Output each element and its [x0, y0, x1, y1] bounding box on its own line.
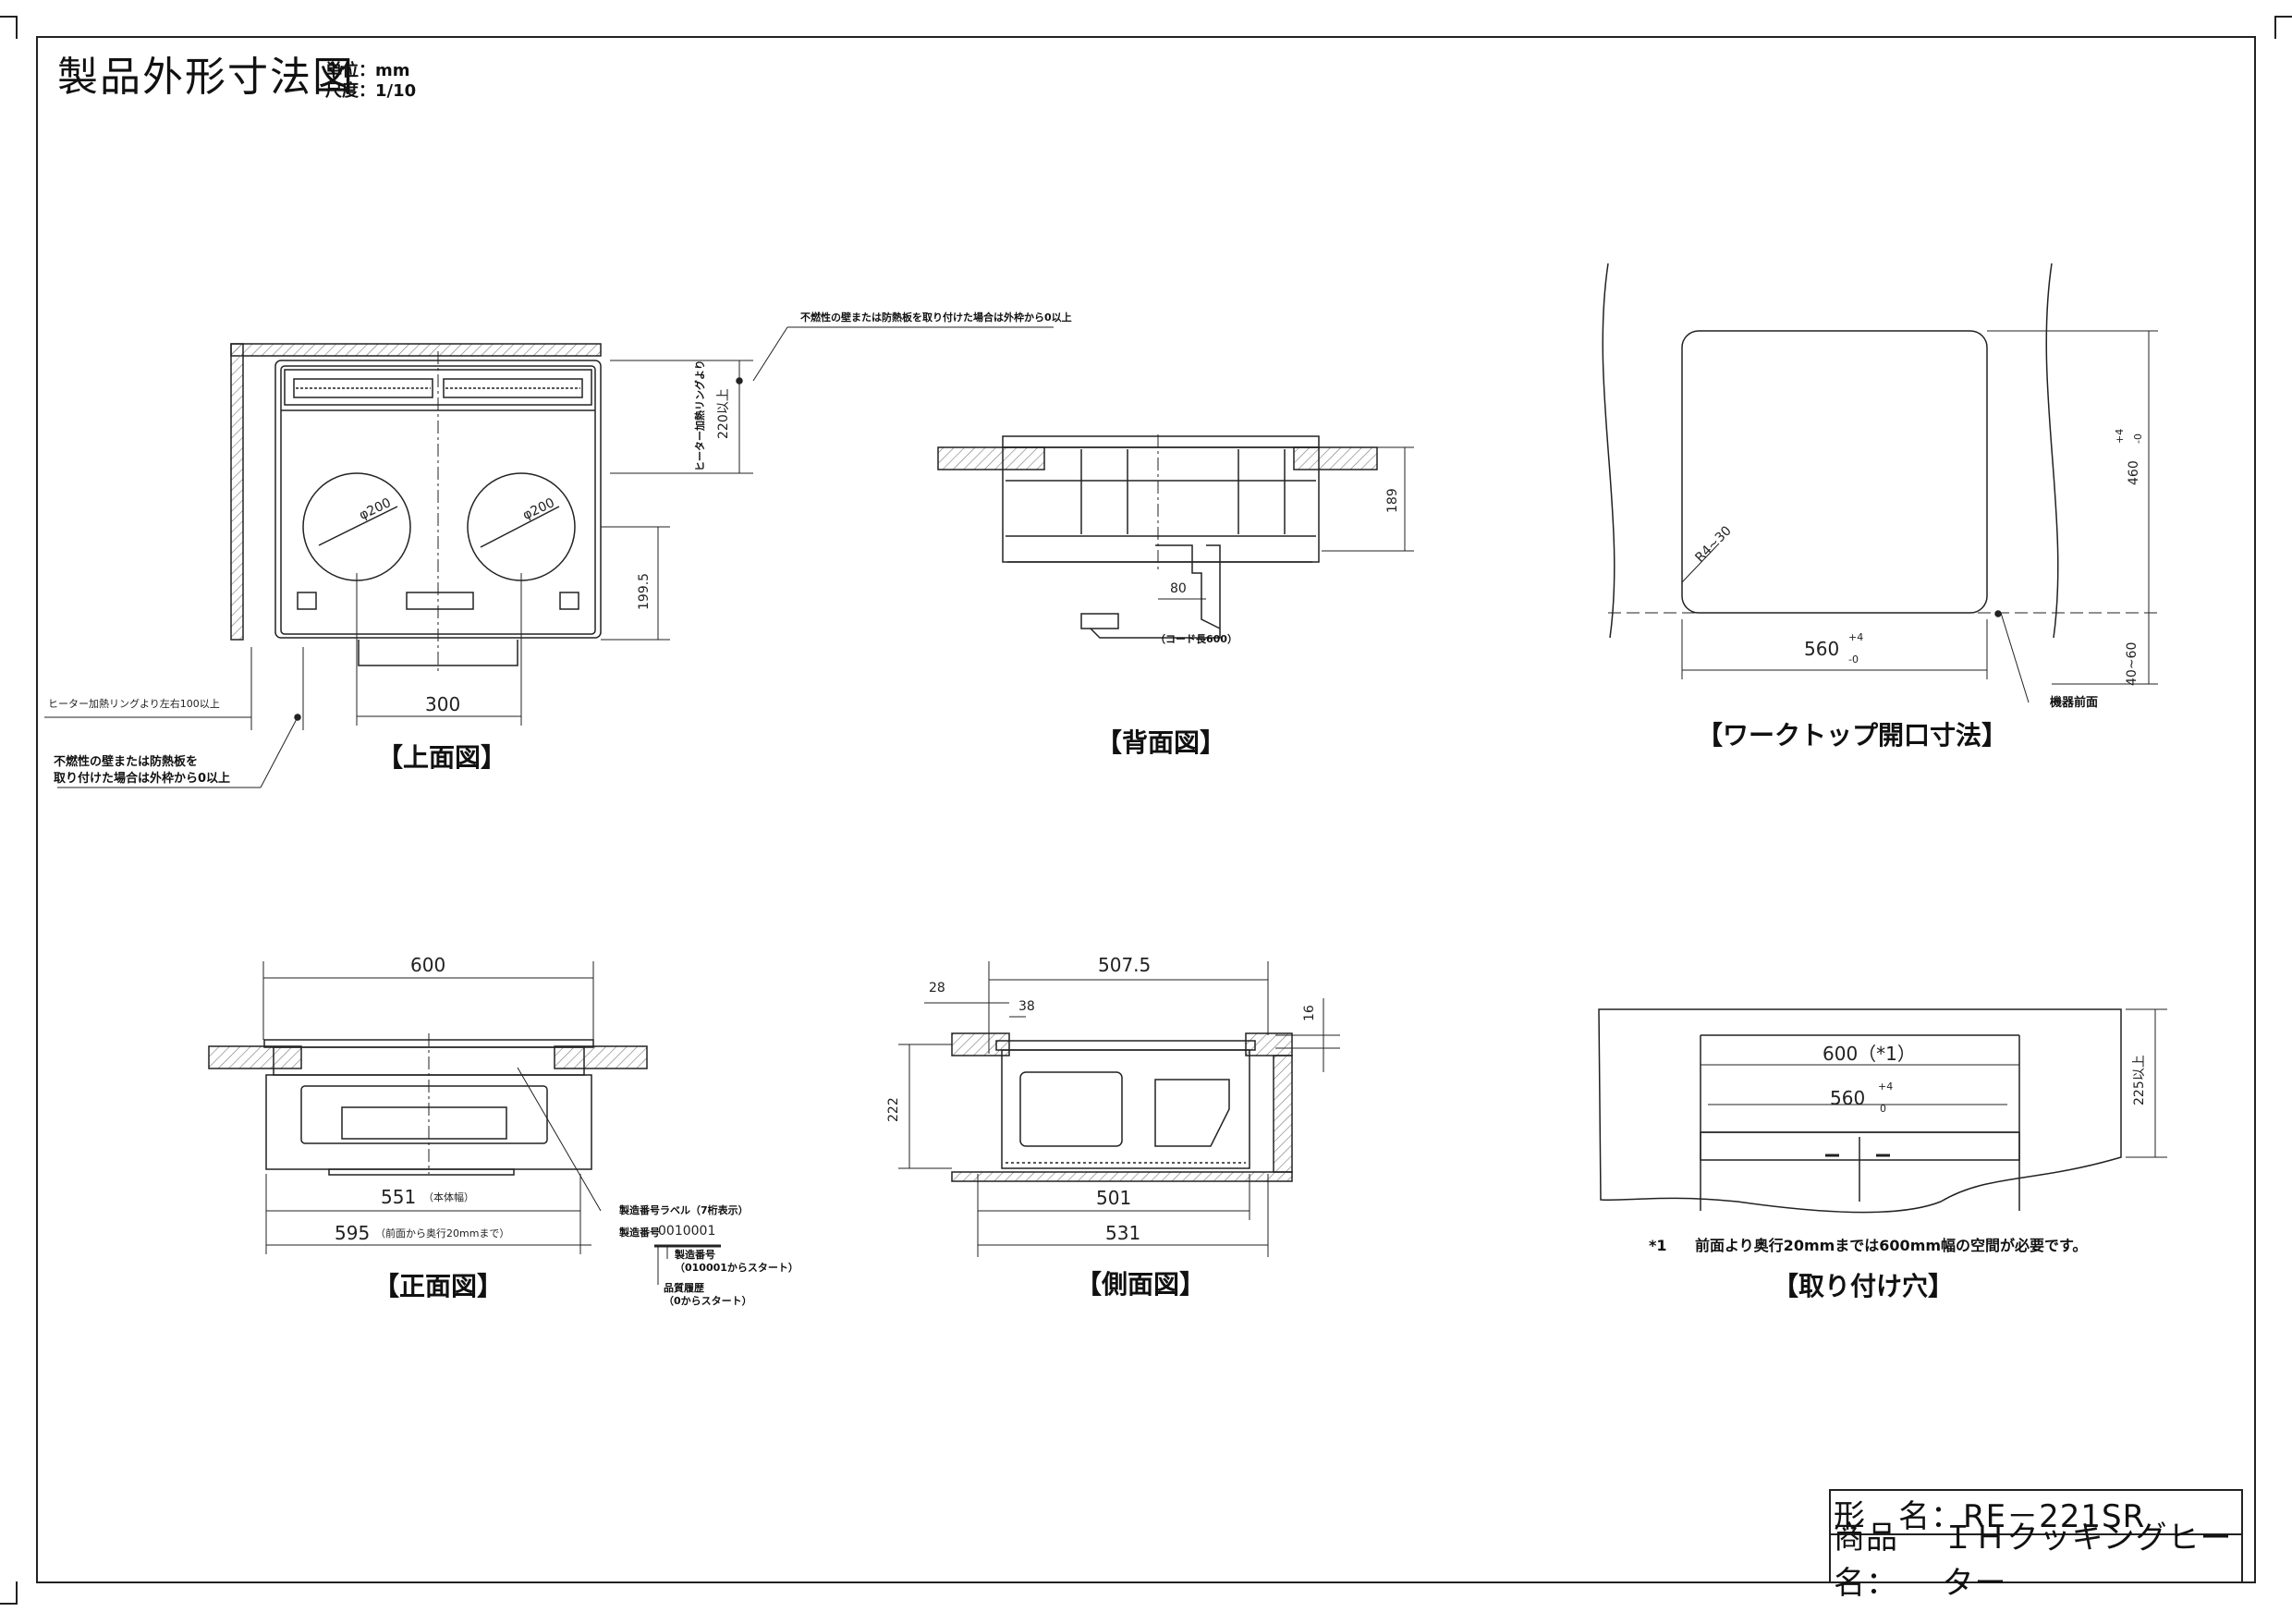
scale-text: 尺度：1/10	[325, 80, 417, 101]
dim-560-tol-minus: -0	[1848, 653, 1859, 665]
quality-history: 品質履歴	[664, 1282, 704, 1294]
dim-600: 600	[410, 954, 446, 976]
title-block-model: 形 名： RE－221SR	[1834, 1490, 2240, 1536]
mount-dim-560-tol-minus: 0	[1880, 1103, 1886, 1115]
product-value: ＩＨクッキングヒーター	[1942, 1520, 2233, 1602]
dim-501: 501	[1096, 1187, 1132, 1209]
dim-460: 460	[2127, 460, 2141, 485]
mount-dim-600: 600（*1）	[1823, 1043, 1916, 1065]
view-label-top: 【上面図】	[377, 742, 507, 773]
wall-note-line2: 取り付けた場合は外枠から0以上	[54, 772, 231, 786]
front-label: 機器前面	[2050, 696, 2099, 710]
drawing-unit-scale: 単位：mm 尺度：1/10	[325, 61, 416, 101]
dim-38: 38	[1018, 999, 1035, 1014]
dim-560-tol-plus: +4	[1848, 631, 1864, 643]
serial-label: 製造番号ラベル（7桁表示）	[619, 1204, 749, 1216]
wall-note-line1: 不燃性の壁または防熱板を	[54, 755, 199, 769]
quality-history-note: （0からスタート）	[664, 1295, 752, 1307]
mount-dim-225: 225以上	[2132, 1055, 2147, 1105]
front-view-drawing	[208, 961, 721, 1285]
side-view-drawing	[898, 961, 1340, 1257]
dim-220: 220以上	[716, 388, 731, 439]
model-value: RE－221SR	[1963, 1497, 2146, 1535]
view-label-worktop: 【ワークトップ開口寸法】	[1697, 720, 2008, 751]
dim-551: 551	[381, 1186, 417, 1208]
dim-595: 595	[335, 1222, 371, 1244]
dim-531: 531	[1105, 1222, 1141, 1244]
dim-189: 189	[1385, 488, 1400, 513]
title-block-product: 商品名： ＩＨクッキングヒーター	[1834, 1520, 2240, 1602]
dim-28: 28	[929, 981, 945, 995]
sheet-border	[36, 36, 2256, 1583]
dim-551-note: （本体幅）	[423, 1191, 474, 1203]
view-label-mounting: 【取り付け穴】	[1773, 1271, 1955, 1301]
wall-note-top: 不燃性の壁または防熱板を取り付けた場合は外枠から0以上	[800, 311, 1072, 324]
footnote-text: 前面より奥行20mmまでは600mm幅の空間が必要です。	[1695, 1237, 2088, 1254]
top-view-drawing	[44, 326, 1054, 788]
dim-16: 16	[1302, 1005, 1317, 1021]
dim-300: 300	[425, 693, 461, 715]
cord-length: （コード長600）	[1155, 633, 1237, 645]
mounting-drawing	[1598, 1008, 2167, 1214]
dim-460-tol-plus: +4	[2114, 428, 2126, 444]
serial-value: 0010001	[658, 1224, 716, 1239]
worktop-drawing	[1602, 263, 2163, 703]
ring-label: ヒーター加熱リングより	[694, 360, 706, 471]
title-block-frame	[1829, 1489, 2243, 1583]
dim-595-note: （前面から奥行20mmまで）	[375, 1227, 510, 1239]
dim-560: 560	[1804, 638, 1840, 660]
back-view-drawing	[937, 434, 1414, 639]
mount-dim-560: 560	[1830, 1087, 1866, 1109]
dim-199-5: 199.5	[637, 572, 652, 610]
dim-80: 80	[1170, 581, 1187, 596]
mount-dim-560-tol-plus: +4	[1878, 1081, 1894, 1093]
serial-prefix: 製造番号	[619, 1227, 660, 1239]
serial-number: 製造番号	[675, 1249, 715, 1261]
view-label-side: 【側面図】	[1076, 1269, 1206, 1300]
dim-40-60: 40~60	[2125, 641, 2140, 686]
drawing-title: 製品外形寸法図	[57, 54, 355, 101]
serial-number-note: （010001からスタート）	[675, 1262, 799, 1274]
dim-222: 222	[886, 1097, 901, 1122]
registration-marks	[0, 16, 2292, 1605]
product-label: 商品名：	[1834, 1520, 1898, 1602]
view-label-back: 【背面図】	[1096, 727, 1226, 758]
view-label-front: 【正面図】	[373, 1271, 504, 1301]
footnote-mark: *1	[1649, 1237, 1667, 1254]
dim-460-tol-minus: -0	[2132, 433, 2144, 444]
model-label: 形 名：	[1834, 1497, 1963, 1535]
dim-507-5: 507.5	[1098, 954, 1152, 976]
unit-text: 単位：mm	[325, 61, 410, 80]
ring-100-note: ヒーター加熱リングより左右100以上	[48, 698, 220, 710]
